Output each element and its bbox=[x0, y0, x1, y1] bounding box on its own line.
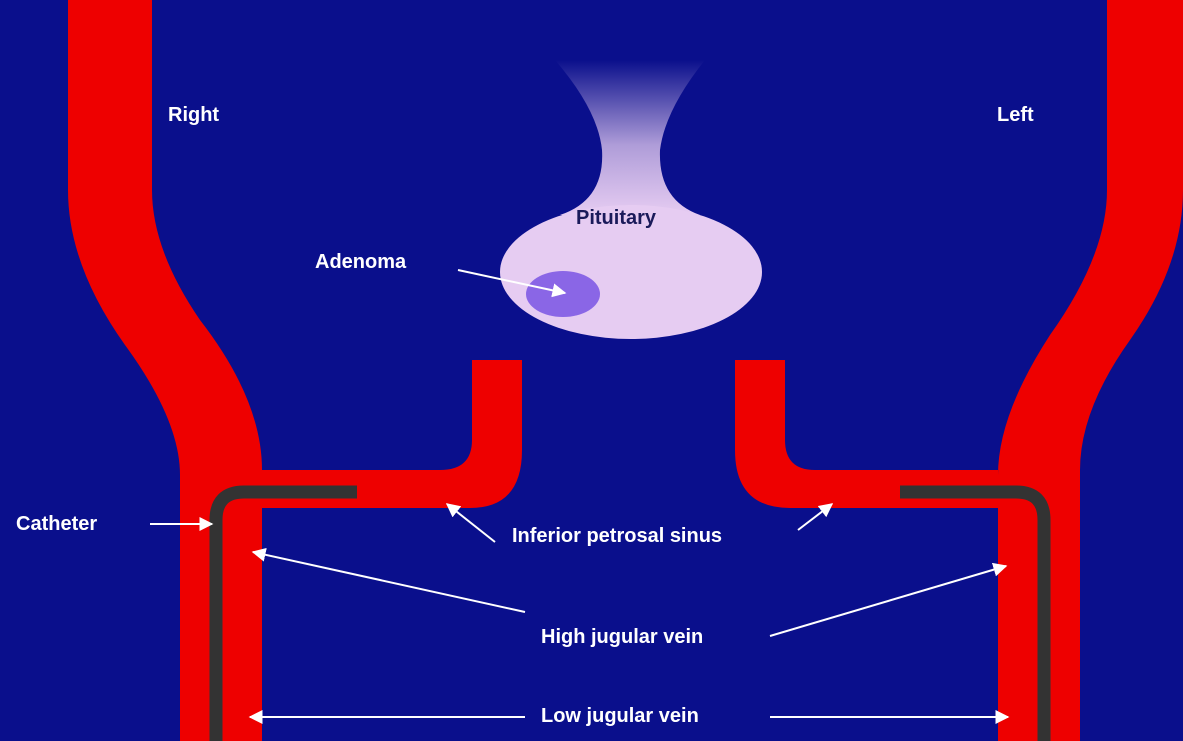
left-side-label: Left bbox=[997, 105, 1034, 125]
adenoma-label: Adenoma bbox=[315, 252, 406, 272]
right-jugular-vein bbox=[68, 0, 262, 741]
catheter-label: Catheter bbox=[16, 514, 97, 534]
high-jugular-vein-arrow-right bbox=[253, 552, 525, 612]
low-jugular-vein-label: Low jugular vein bbox=[541, 706, 699, 726]
adenoma bbox=[526, 271, 600, 317]
high-jugular-vein-arrow-left bbox=[770, 566, 1006, 636]
inferior-petrosal-sinus-label: Inferior petrosal sinus bbox=[512, 526, 722, 546]
high-jugular-vein-label: High jugular vein bbox=[541, 627, 703, 647]
inferior-petrosal-sinus-arrow-right bbox=[447, 504, 495, 542]
pituitary-stalk bbox=[555, 60, 705, 215]
pituitary-label: Pituitary bbox=[576, 208, 656, 228]
right-side-label: Right bbox=[168, 105, 219, 125]
